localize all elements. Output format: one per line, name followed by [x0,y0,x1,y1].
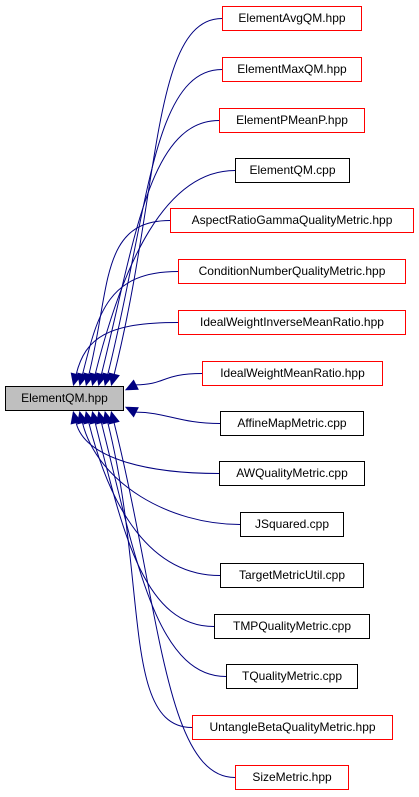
node-targetmetricutil-cpp[interactable]: TargetMetricUtil.cpp [220,563,364,588]
edge-2 [100,120,220,375]
node-idealweightmeanratio-hpp[interactable]: IdealWeightMeanRatio.hpp [202,361,383,386]
node-elementqm-hpp: ElementQM.hpp [5,386,124,411]
edge-10 [81,422,241,525]
arrowhead-15 [108,410,120,425]
edge-11 [88,422,221,576]
node-tmpqualitymetric-cpp[interactable]: TMPQualityMetric.cpp [214,614,370,639]
node-elementqm-cpp[interactable]: ElementQM.cpp [235,158,350,183]
node-elementavgqm-hpp[interactable]: ElementAvgQM.hpp [222,6,362,31]
edge-12 [94,422,215,627]
edge-5 [82,271,179,375]
edge-6 [75,322,179,375]
edge-0 [113,18,223,375]
edge-4 [88,220,171,375]
edge-14 [107,422,193,728]
node-sizemetric-hpp[interactable]: SizeMetric.hpp [235,765,349,790]
arrowhead-7 [124,379,139,391]
arrowhead-6 [70,372,82,387]
node-elementmaxqm-hpp[interactable]: ElementMaxQM.hpp [222,57,362,82]
edge-7 [135,373,203,386]
node-idealweightinversemeanratio-hpp[interactable]: IdealWeightInverseMeanRatio.hpp [178,310,406,335]
edge-8 [135,411,221,424]
node-jsquared-cpp[interactable]: JSquared.cpp [240,512,344,537]
edge-15 [113,422,236,778]
node-affinemapmetric-cpp[interactable]: AffineMapMetric.cpp [220,411,364,436]
node-awqualitymetric-cpp[interactable]: AWQualityMetric.cpp [219,461,365,486]
edge-13 [100,422,227,677]
node-aspectratiogammaqualitymetric-hpp[interactable]: AspectRatioGammaQualityMetric.hpp [170,208,414,233]
node-conditionnumberqualitymetric-hpp[interactable]: ConditionNumberQualityMetric.hpp [178,259,406,284]
node-untanglebetaqualitymetric-hpp[interactable]: UntangleBetaQualityMetric.hpp [192,715,393,740]
edge-1 [107,69,223,375]
edge-9 [75,422,220,474]
node-tqualitymetric-cpp[interactable]: TQualityMetric.cpp [226,664,358,689]
arrowhead-8 [124,406,139,418]
node-elementpmeanp-hpp[interactable]: ElementPMeanP.hpp [219,108,365,133]
